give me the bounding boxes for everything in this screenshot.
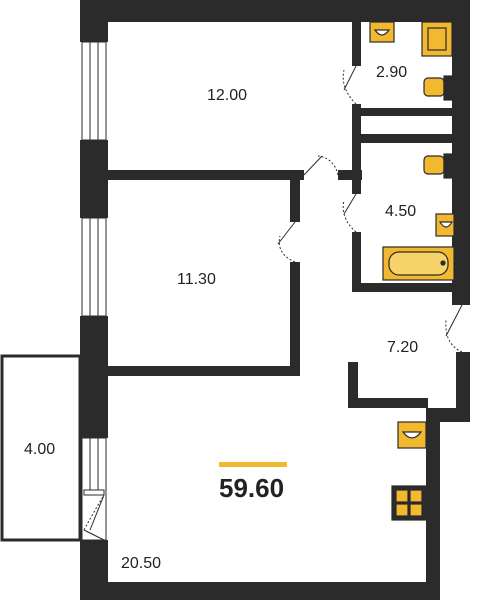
wall-hall-stub-bottom bbox=[348, 398, 428, 408]
wall-room1-room2-b bbox=[338, 170, 362, 180]
wall-hall-stub bbox=[348, 362, 358, 408]
wall-bath-bottom bbox=[352, 283, 456, 292]
washbasin-icon bbox=[369, 21, 395, 43]
total-area: 59.60 bbox=[219, 473, 285, 503]
bathroom-area: 4.50 bbox=[385, 203, 417, 220]
fixtures bbox=[369, 21, 455, 521]
bathroom-small-area: 2.90 bbox=[376, 64, 408, 81]
bathtub-icon bbox=[382, 246, 455, 281]
windows bbox=[81, 41, 107, 541]
wall-right-bottom bbox=[426, 408, 440, 600]
wall-left-4 bbox=[80, 540, 108, 600]
wall-room2-right-1 bbox=[290, 176, 300, 222]
door-room-2 bbox=[277, 221, 296, 263]
toilet-icon bbox=[423, 153, 455, 179]
washbasin-icon bbox=[435, 213, 455, 237]
toilet-icon bbox=[423, 75, 455, 101]
wall-room2-bottom bbox=[106, 366, 300, 376]
window-room-1 bbox=[81, 41, 107, 141]
shower-tray-icon bbox=[421, 21, 453, 57]
washbasin-icon bbox=[397, 421, 427, 449]
total-area-accent bbox=[219, 462, 287, 467]
door-bathroom bbox=[342, 193, 357, 233]
window-room-2 bbox=[81, 217, 107, 317]
wall-bath-left-2 bbox=[352, 232, 361, 292]
wall-bath-divider-2 bbox=[352, 134, 454, 143]
door-swings bbox=[277, 65, 463, 353]
room-2-area: 11.30 bbox=[177, 271, 216, 288]
window-kitchen bbox=[81, 437, 107, 541]
wall-left-1 bbox=[80, 0, 108, 42]
wall-bath-divider bbox=[352, 108, 454, 116]
wall-right-upper bbox=[452, 0, 470, 305]
balcony-door bbox=[83, 489, 105, 541]
hall-area: 7.20 bbox=[387, 339, 419, 356]
wall-bath-left-1 bbox=[352, 170, 361, 194]
door-entrance bbox=[445, 304, 463, 353]
wall-room1-room2 bbox=[106, 170, 304, 180]
wall-left-3 bbox=[80, 316, 108, 438]
door-room-1 bbox=[303, 155, 339, 176]
kitchen-living-area: 20.50 bbox=[121, 555, 162, 572]
wall-room2-right-2 bbox=[290, 262, 300, 376]
wall-bottom bbox=[80, 582, 440, 600]
balcony-area: 4.00 bbox=[24, 441, 56, 458]
stove-icon bbox=[391, 485, 427, 521]
balcony-outline bbox=[0, 354, 82, 542]
outer-walls bbox=[80, 0, 470, 600]
door-bath-small bbox=[342, 65, 357, 105]
wall-top bbox=[80, 0, 470, 22]
wall-room1-bath bbox=[352, 20, 361, 66]
wall-left-2 bbox=[80, 140, 108, 218]
room-1-area: 12.00 bbox=[207, 87, 248, 104]
wall-right-mid bbox=[456, 352, 470, 422]
interior-walls bbox=[106, 20, 456, 408]
